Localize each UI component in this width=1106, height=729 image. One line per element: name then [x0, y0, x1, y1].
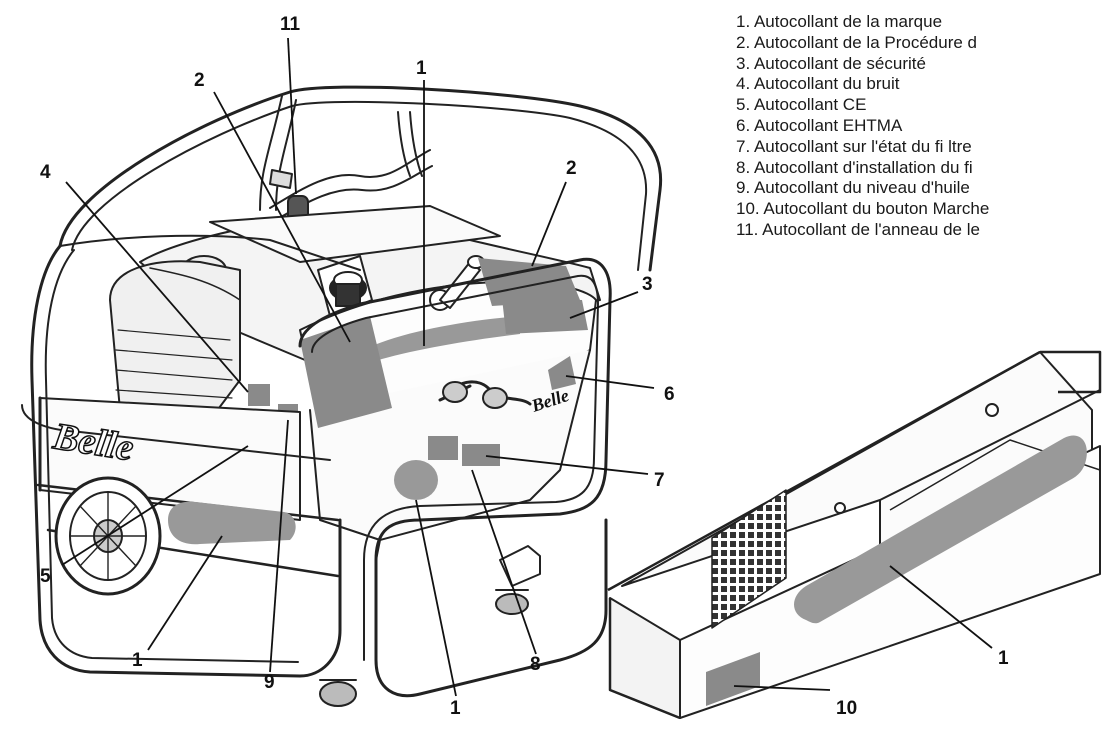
decal-brand-top: [372, 316, 520, 362]
decal-start-button: [706, 652, 760, 706]
callout-5: 5: [40, 566, 51, 587]
legend-item-2: 2. Autocollant de la Procédure d: [736, 32, 977, 52]
legend-item-11: 11. Autocollant de l'anneau de le: [736, 219, 980, 239]
engine-block: [109, 260, 241, 421]
callout-6: 6: [664, 384, 675, 405]
decal-noise: [248, 384, 270, 406]
callout-10: 10: [836, 698, 857, 719]
legend-item-3: 3. Autocollant de sécurité: [736, 53, 926, 73]
frame-mid: [59, 234, 361, 271]
callout-4: 4: [40, 162, 51, 183]
leader-lines: [61, 37, 993, 697]
frame-top-bar: [259, 95, 283, 211]
decal-procedure-right: [478, 258, 580, 306]
tray-mesh: [711, 489, 787, 629]
callout-3: 3: [642, 274, 653, 295]
decal-ehtma: [548, 356, 576, 390]
decal-filter-state-1: [428, 436, 458, 460]
callout-numbers: 11 2 1 4 2 3 6 7 5 1 9 8 1 1 10: [40, 14, 1009, 719]
callout-8: 8: [530, 654, 541, 675]
frame-rear-top: [58, 85, 663, 272]
tray-end-wall: [609, 597, 681, 719]
legend-item-6: 6. Autocollant EHTMA: [736, 115, 903, 135]
callout-2-right: 2: [566, 158, 577, 179]
tray-top-edge: [607, 350, 1102, 592]
power-pack-illustration: [21, 85, 663, 707]
foot-front: [495, 593, 529, 615]
decal-safety: [502, 298, 588, 334]
legend-item-4: 4. Autocollant du bruit: [736, 74, 900, 94]
legend-item-7: 7. Autocollant sur l'état du fi ltre: [736, 136, 972, 156]
decal-brand-tray: [794, 435, 1087, 624]
decal-brand-side: [168, 501, 296, 545]
legend-item-8: 8. Autocollant d'installation du fi: [736, 157, 973, 177]
legend-item-9: 9. Autocollant du niveau d'huile: [736, 178, 970, 198]
callout-1-tray: 1: [998, 648, 1009, 669]
legend-item-5: 5. Autocollant CE: [736, 95, 867, 115]
callout-11: 11: [280, 14, 301, 35]
callout-1-bottom: 1: [450, 698, 461, 719]
tray-illustration: [607, 350, 1102, 720]
frame-left: [30, 244, 342, 678]
decal-procedure-left: [300, 316, 392, 428]
tank-box: [209, 205, 501, 263]
legend-item-1: 1. Autocollant de la marque: [736, 12, 943, 31]
callout-2-left: 2: [194, 70, 205, 91]
decal-filter-state-2: [462, 444, 500, 466]
decal-legend: 1. Autocollant de la marque 2. Autocolla…: [736, 12, 1106, 241]
decal-brand-side-round: [394, 460, 438, 500]
frame-front: [298, 257, 612, 698]
callout-9: 9: [264, 672, 275, 693]
callout-7: 7: [654, 470, 665, 491]
foot-left: [319, 681, 357, 707]
callout-1-side: 1: [132, 650, 143, 671]
legend-item-10: 10. Autocollant du bouton Marche: [736, 199, 990, 219]
callout-1-top: 1: [416, 58, 427, 79]
